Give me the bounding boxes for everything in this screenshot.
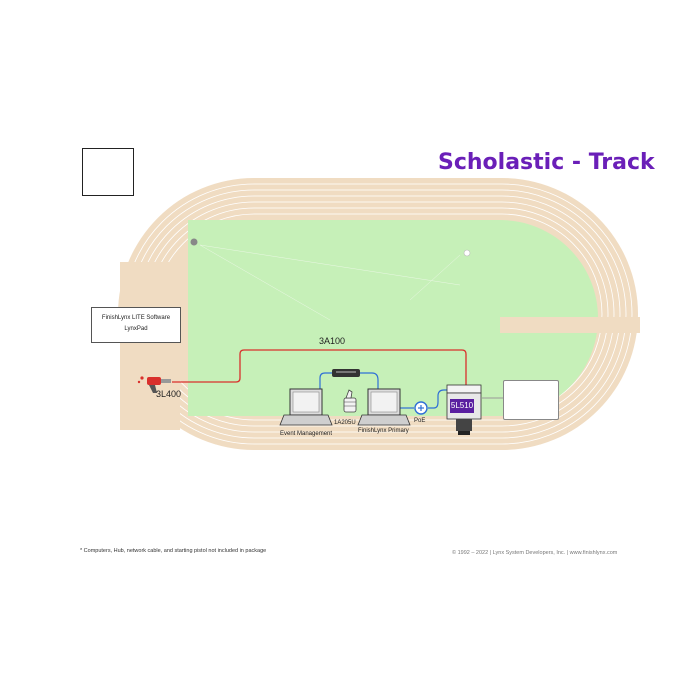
software-name: FinishLynx LITE Software [101, 315, 171, 321]
poe-injector-icon [414, 401, 428, 415]
cable-label-3a100: 3A100 [319, 336, 346, 346]
laptop-label-finishlynx-primary: FinishLynx Primary [358, 428, 409, 434]
field-marker [190, 238, 198, 246]
poe-label: PoE [414, 418, 426, 424]
thumbs-up-icon [343, 389, 357, 413]
camera-model-badge: 5L510 [450, 399, 474, 413]
laptop-label-event-management: Event Management [280, 431, 333, 437]
page-title: Scholastic - Track [438, 150, 655, 175]
field-marker [463, 249, 471, 257]
network-cable [319, 372, 332, 393]
usb-adapter-label: 1A205U [334, 420, 356, 426]
laptop-icon [279, 388, 333, 426]
sport-icon-box [82, 148, 134, 196]
laptop-icon [357, 388, 411, 426]
sensor-label-3l400: 3L400 [156, 389, 182, 399]
copyright: © 1992 – 2022 | Lynx System Developers, … [452, 550, 618, 556]
network-hub-icon [332, 369, 360, 377]
app-icons-panel [503, 380, 559, 420]
network-cable [360, 372, 379, 393]
software-secondary: LynxPad [124, 326, 148, 332]
infield [188, 220, 600, 416]
cable-3a100 [172, 349, 467, 388]
footnote: * Computers, Hub, network cable, and sta… [80, 548, 267, 554]
starting-pistol-icon [137, 376, 171, 393]
software-box: FinishLynx LITE Software LynxPad [91, 307, 181, 343]
network-cable [428, 389, 450, 409]
